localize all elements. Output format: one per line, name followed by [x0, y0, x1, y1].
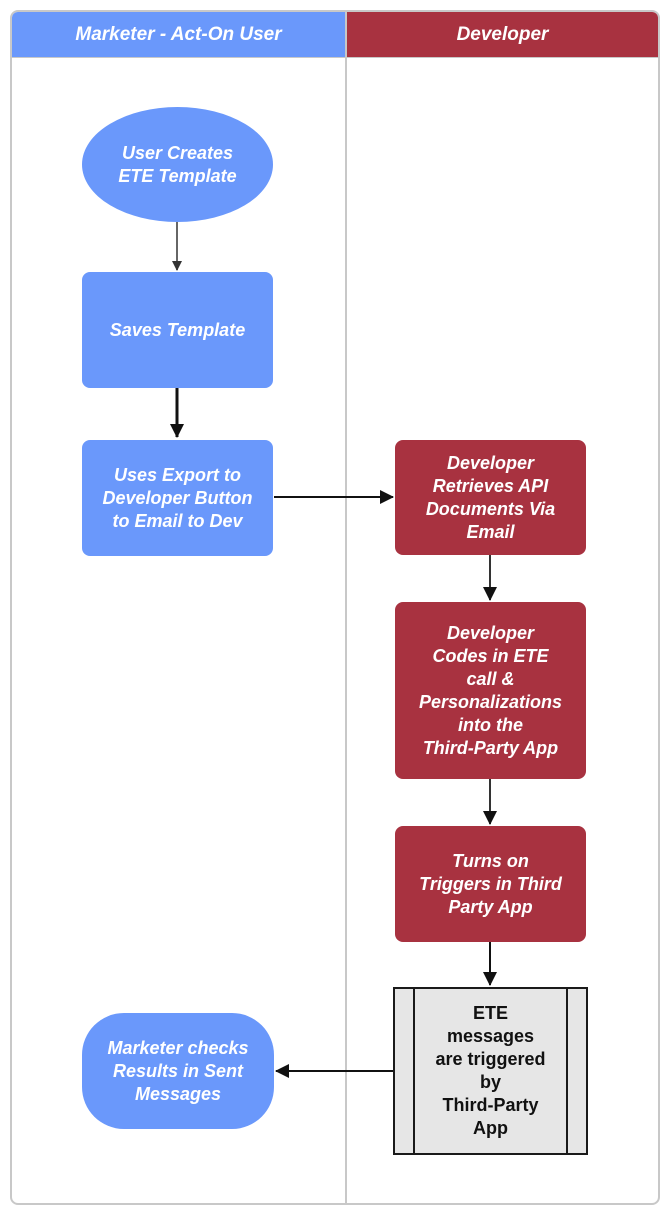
- node-turns-on-triggers: Turns on Triggers in Third Party App: [395, 826, 586, 942]
- process-left-bar: [413, 989, 415, 1153]
- process-label: ETE messages are triggered by Third-Part…: [435, 1003, 546, 1138]
- node-developer-codes-ete: Developer Codes in ETE call & Personaliz…: [395, 602, 586, 779]
- header-divider: [12, 57, 658, 58]
- node-developer-retrieves-api: Developer Retrieves API Documents Via Em…: [395, 440, 586, 555]
- node-marketer-checks-results: Marketer checks Results in Sent Messages: [82, 1013, 274, 1129]
- node-uses-export-button: Uses Export to Developer Button to Email…: [82, 440, 273, 556]
- lane-header-marketer: Marketer - Act-On User: [12, 12, 345, 57]
- process-right-bar: [566, 989, 568, 1153]
- lane-header-developer: Developer: [345, 12, 658, 57]
- node-ete-messages-triggered: ETE messages are triggered by Third-Part…: [393, 987, 588, 1155]
- lane-divider: [345, 12, 347, 1203]
- node-saves-template: Saves Template: [82, 272, 273, 388]
- node-user-creates-template: User Creates ETE Template: [82, 107, 273, 222]
